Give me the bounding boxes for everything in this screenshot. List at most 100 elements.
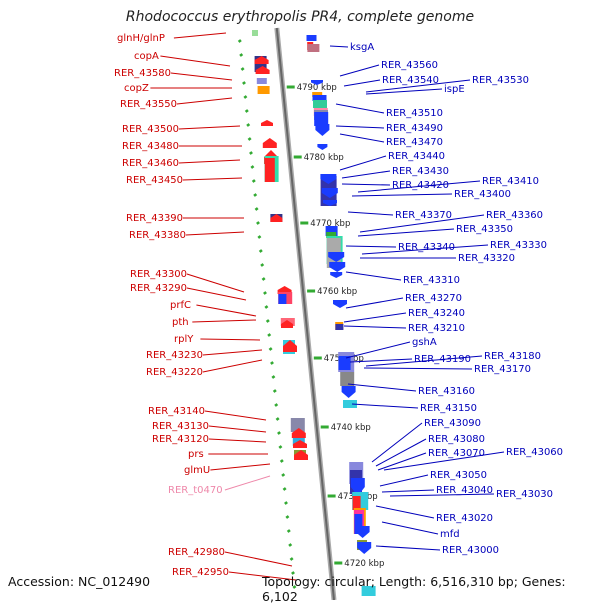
right-gene-label: ksgA — [350, 42, 374, 53]
tick-mark — [267, 333, 272, 337]
tick-mark — [253, 193, 258, 197]
left-leader-line — [185, 231, 245, 236]
tick-mark — [264, 305, 269, 309]
tick-mark — [286, 529, 291, 533]
right-leader-line — [345, 341, 411, 359]
left-leader-line — [178, 125, 241, 130]
tick-mark — [258, 249, 263, 253]
right-gene-label: RER_43350 — [456, 224, 513, 235]
gene-block — [354, 514, 363, 534]
gene-block — [352, 496, 361, 510]
tick-mark — [284, 501, 288, 505]
gene-arrow-reverse — [341, 386, 356, 398]
tick-mark — [254, 207, 259, 211]
right-leader-line — [343, 325, 407, 329]
right-leader-line — [343, 79, 381, 87]
left-gene-label: RER_43130 — [152, 421, 209, 432]
right-leader-line — [389, 493, 495, 497]
tick-mark — [260, 263, 265, 267]
kbp-label: 4760 kbp — [317, 287, 357, 297]
tick-mark — [285, 515, 290, 519]
right-gene-label: RER_43510 — [386, 108, 443, 119]
gene-arrow-reverse — [321, 188, 338, 198]
right-leader-line — [345, 271, 402, 281]
left-gene-label: RER_42950 — [172, 567, 229, 578]
left-leader-line — [224, 475, 271, 491]
gene-arrow-reverse — [330, 272, 343, 278]
gene-block — [338, 356, 351, 370]
tick-mark — [251, 179, 256, 183]
left-leader-line — [208, 438, 267, 443]
right-leader-line — [361, 244, 489, 255]
map-title: Rhodococcus erythropolis PR4, complete g… — [125, 9, 475, 25]
left-leader-line — [170, 72, 233, 81]
gene-labels: glnH/glnPcopARER_43580copZRER_43550RER_4… — [114, 33, 563, 578]
gene-arrow-reverse — [315, 124, 330, 136]
right-gene-label: mfd — [440, 529, 460, 540]
tick-mark — [278, 445, 283, 449]
left-gene-label: glmU — [184, 465, 210, 476]
gene-arrow-forward — [262, 138, 277, 148]
gene-block — [340, 372, 355, 386]
left-leader-line — [178, 159, 241, 164]
right-gene-label: RER_43490 — [386, 123, 443, 134]
right-gene-label: gshA — [412, 337, 437, 348]
tick-mark — [271, 375, 276, 379]
accession-text: Accession: NC_012490 — [8, 574, 151, 589]
right-gene-label: RER_43150 — [420, 403, 477, 414]
kbp-label: 4740 kbp — [331, 423, 371, 433]
tick-mark — [243, 95, 248, 99]
right-gene-label: ispE — [444, 84, 465, 95]
right-leader-line — [377, 452, 427, 471]
right-leader-line — [345, 297, 404, 309]
right-gene-label: RER_43180 — [484, 351, 541, 362]
right-gene-label: RER_43190 — [414, 354, 471, 365]
right-leader-line — [365, 355, 483, 367]
tick-mark — [291, 571, 295, 575]
tick-mark — [282, 487, 287, 491]
right-gene-label: RER_43560 — [381, 60, 438, 71]
kbp-label: 4790 kbp — [297, 83, 337, 93]
left-leader-line — [202, 349, 263, 356]
gene-arrow-reverse — [311, 80, 323, 85]
left-gene-label: RER_t0470 — [168, 485, 223, 496]
left-leader-line — [192, 319, 257, 323]
tick-mark — [256, 221, 260, 225]
right-gene-label: RER_43210 — [408, 323, 465, 334]
right-gene-label: RER_43430 — [392, 166, 449, 177]
tick-mark — [244, 109, 249, 113]
left-leader-line — [186, 273, 245, 293]
gene-arrow-reverse — [357, 542, 372, 554]
tick-mark — [281, 473, 286, 477]
right-gene-label: RER_43020 — [436, 513, 493, 524]
left-gene-label: RER_43500 — [122, 124, 179, 135]
right-leader-line — [351, 403, 419, 409]
backbone-core — [275, 27, 335, 600]
gene-block — [256, 78, 267, 84]
left-gene-label: RER_43230 — [146, 350, 203, 361]
tick-mark — [272, 389, 277, 393]
right-gene-label: RER_43410 — [482, 176, 539, 187]
right-leader-line — [363, 367, 473, 370]
gene-arrow-reverse — [320, 174, 337, 184]
tick-mark — [249, 151, 253, 155]
tick-mark — [247, 137, 252, 141]
gene-block — [314, 112, 329, 126]
gene-arrow-reverse — [333, 300, 347, 308]
left-gene-label: RER_43550 — [120, 99, 177, 110]
gene-block — [307, 44, 320, 52]
left-gene-label: RER_43450 — [126, 175, 183, 186]
right-gene-label: RER_43340 — [398, 242, 455, 253]
right-gene-label: RER_43270 — [405, 293, 462, 304]
right-leader-line — [357, 228, 455, 237]
right-gene-label: RER_43090 — [424, 418, 481, 429]
gene-arrow-forward — [283, 340, 297, 352]
right-gene-label: RER_43170 — [474, 364, 531, 375]
left-leader-line — [228, 571, 297, 581]
gene-arrow-forward — [255, 66, 270, 74]
right-leader-line — [375, 505, 435, 519]
left-gene-label: RER_43460 — [122, 158, 179, 169]
gene-block — [312, 95, 327, 101]
